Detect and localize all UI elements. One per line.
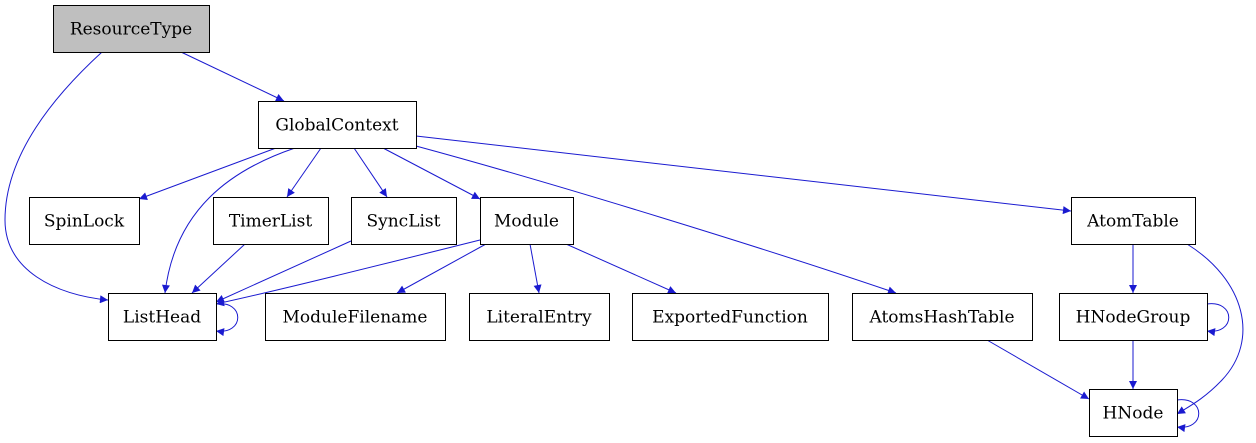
edge-module-to-exportedfunction <box>565 243 677 294</box>
node-box-resource-type <box>53 5 210 53</box>
edge-resourcetype-to-globalcontext <box>180 51 285 102</box>
edge-globalcontext-to-spinlock <box>138 147 277 200</box>
node-label-atoms-hash-table: AtomsHashTable <box>868 308 1014 328</box>
node-box-atoms-hash-table <box>852 293 1033 341</box>
node-box-timer-list <box>213 197 329 245</box>
node-box-module-filename <box>265 293 446 341</box>
edge-globalcontext-to-atomshashtable <box>415 145 897 295</box>
edge-hnode-to-hnode <box>1176 399 1200 433</box>
node-sync-list[interactable]: SyncList <box>351 197 457 245</box>
node-global-context[interactable]: GlobalContext <box>258 101 417 149</box>
node-timer-list[interactable]: TimerList <box>213 197 329 245</box>
node-hnode[interactable]: HNode <box>1089 389 1178 437</box>
node-module-filename[interactable]: ModuleFilename <box>265 293 446 341</box>
node-label-spin-lock: SpinLock <box>44 212 125 232</box>
node-label-sync-list: SyncList <box>366 212 440 232</box>
node-label-hnode-group: HNodeGroup <box>1076 308 1191 328</box>
edge-module-to-literalentry <box>529 243 542 294</box>
node-label-literal-entry: LiteralEntry <box>486 308 592 328</box>
node-label-module-filename: ModuleFilename <box>283 308 428 328</box>
node-label-atom-table: AtomTable <box>1086 212 1179 232</box>
edge-atomtable-to-hnode <box>1176 243 1244 415</box>
edge-globalcontext-to-module <box>382 147 481 200</box>
node-box-hnode-group <box>1059 293 1208 341</box>
node-spin-lock[interactable]: SpinLock <box>29 197 140 245</box>
edge-timerlist-to-listhead <box>191 243 246 294</box>
node-box-exported-function <box>632 293 829 341</box>
edge-layer <box>4 51 1244 433</box>
node-atom-table[interactable]: AtomTable <box>1071 197 1196 245</box>
node-resource-type[interactable]: ResourceType <box>53 5 210 53</box>
node-label-hnode: HNode <box>1103 404 1164 424</box>
node-box-module <box>480 197 574 245</box>
node-label-list-head: ListHead <box>123 308 201 328</box>
edge-globalcontext-to-synclist <box>353 147 388 198</box>
edge-globalcontext-to-atomtable <box>415 135 1072 215</box>
node-box-list-head <box>108 293 217 341</box>
node-label-module: Module <box>494 212 559 232</box>
edge-listhead-to-listhead <box>215 303 239 337</box>
edge-globalcontext-to-timerlist <box>286 147 322 198</box>
node-exported-function[interactable]: ExportedFunction <box>632 293 829 341</box>
edge-hnodegroup-to-hnodegroup <box>1206 303 1230 337</box>
edge-synclist-to-listhead <box>215 240 352 303</box>
edge-module-to-modulefilename <box>396 243 487 294</box>
node-box-global-context <box>258 101 417 149</box>
node-atoms-hash-table[interactable]: AtomsHashTable <box>852 293 1033 341</box>
node-literal-entry[interactable]: LiteralEntry <box>469 293 610 341</box>
node-module[interactable]: Module <box>480 197 574 245</box>
node-label-exported-function: ExportedFunction <box>652 308 808 328</box>
node-box-literal-entry <box>469 293 610 341</box>
node-label-resource-type: ResourceType <box>70 20 192 40</box>
node-box-spin-lock <box>29 197 140 245</box>
node-box-sync-list <box>351 197 457 245</box>
node-box-hnode <box>1089 389 1178 437</box>
edge-module-to-listhead <box>215 239 481 307</box>
edge-resourcetype-to-listhead <box>4 51 109 304</box>
node-hnode-group[interactable]: HNodeGroup <box>1059 293 1208 341</box>
node-label-timer-list: TimerList <box>229 212 313 232</box>
edge-atomshashtable-to-hnode <box>986 339 1090 400</box>
node-label-global-context: GlobalContext <box>275 116 398 136</box>
edge-globalcontext-to-listhead <box>161 147 296 294</box>
node-box-atom-table <box>1071 197 1196 245</box>
node-list-head[interactable]: ListHead <box>108 293 217 341</box>
